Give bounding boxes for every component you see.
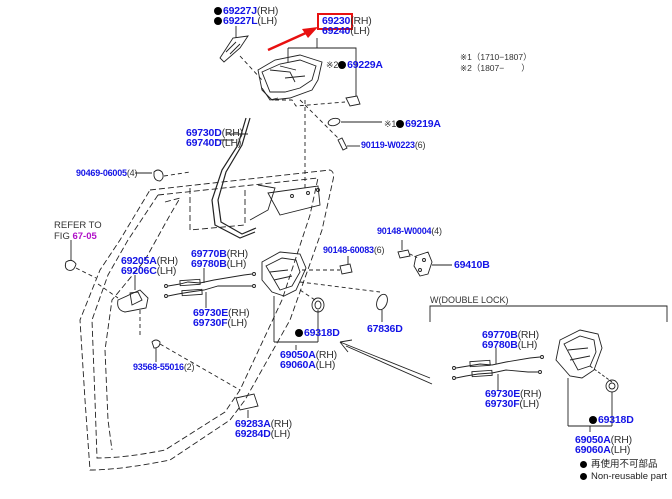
seal-69318D: [311, 297, 325, 313]
part-label-69770B[interactable]: 69770B(RH): [191, 248, 248, 260]
part-label-69060A[interactable]: 69060A(LH): [280, 359, 336, 371]
non-reusable-dot: [338, 61, 347, 69]
w-part-label-69780B[interactable]: 69780B(LH): [482, 339, 538, 351]
part-label-69730D[interactable]: 69730D(RH): [186, 127, 243, 139]
part-label-69230[interactable]: 69230(RH): [322, 15, 372, 27]
w-part-label-69060A[interactable]: 69060A(LH): [575, 444, 631, 456]
w-part-label-69050A[interactable]: 69050A(RH): [575, 434, 632, 446]
part-label-69730F[interactable]: 69730F(LH): [193, 317, 248, 329]
part-label-69410B[interactable]: 69410B: [454, 259, 490, 271]
clip-refer: [64, 240, 97, 279]
part-label-69205A[interactable]: 69205A(RH): [121, 255, 178, 267]
cables-69770B: [164, 268, 256, 308]
figure-link[interactable]: 67-05: [72, 231, 97, 242]
section-title-double-lock: W(DOUBLE LOCK): [430, 295, 509, 305]
w-lock: [555, 329, 613, 432]
cover-69227: [219, 35, 249, 63]
highlight-box: [317, 13, 353, 30]
w-seal-69318D: [605, 379, 619, 393]
non-reusable-dot: [295, 329, 303, 337]
part-label-69050A[interactable]: 69050A(RH): [280, 349, 337, 361]
part-label-69740D[interactable]: 69740D(LH): [186, 137, 242, 149]
part-label-69227J[interactable]: 69227J(RH): [214, 6, 278, 16]
cable-69730D: [211, 117, 257, 239]
part-label-90469[interactable]: 90469-06005(4): [76, 168, 138, 178]
legend-dot: [580, 473, 587, 480]
double-lock-bracket: [429, 305, 668, 322]
cap-69283A: [235, 393, 259, 411]
part-label-90148-W0004[interactable]: 90148-W0004(4): [377, 226, 442, 236]
part-label-93568[interactable]: 93568-55016(2): [133, 362, 195, 372]
part-label-90119[interactable]: 90119-W0223(6): [361, 140, 426, 150]
part-label-69730E[interactable]: 69730E(RH): [193, 307, 250, 319]
handle-69205A: [97, 275, 149, 335]
w-cables: [452, 348, 544, 390]
part-label-69780B[interactable]: 69780B(LH): [191, 258, 247, 270]
part-label-69227L[interactable]: 69227L(LH): [214, 16, 277, 26]
bolt-90148: [339, 263, 353, 275]
screw-93568: [151, 339, 241, 391]
non-reusable-dot: [214, 7, 222, 15]
outside-handle-frame: [257, 54, 323, 101]
part-label-69318D[interactable]: 69318D: [295, 328, 340, 338]
non-reusable-dot: [396, 120, 405, 128]
legend: 再使用不可部品 Non-reusable part: [580, 459, 667, 483]
part-label-69240[interactable]: 69240(LH): [322, 25, 370, 37]
legend-dot: [580, 461, 587, 468]
non-reusable-dot: [214, 17, 222, 25]
non-reusable-dot: [589, 416, 597, 424]
note-1: ※1（1710−1807）: [460, 52, 532, 62]
legend-row-jp: 再使用不可部品: [580, 459, 667, 471]
clip-90469: [135, 169, 191, 182]
part-label-67836D[interactable]: 67836D: [367, 323, 403, 335]
direction-arrow: [339, 339, 433, 385]
lock-69050A: [261, 251, 381, 350]
w-part-label-69730F[interactable]: 69730F(LH): [485, 398, 540, 410]
part-label-69206C[interactable]: 69206C(LH): [121, 265, 177, 277]
note-2: ※2（1807− ）: [460, 63, 530, 73]
seal-67836D: [376, 293, 388, 311]
w-part-label-69730E[interactable]: 69730E(RH): [485, 388, 542, 400]
part-label-69284D[interactable]: 69284D(LH): [235, 428, 291, 440]
highlight-arrow: [267, 27, 318, 52]
part-69229A: [345, 95, 361, 107]
door-frame: [79, 169, 335, 471]
bolt-90119: [337, 137, 348, 151]
legend-row-en: Non-reusable part: [580, 471, 667, 483]
refer-note: REFER TO FIG 67-05: [54, 220, 102, 242]
w-part-label-69770B[interactable]: 69770B(RH): [482, 329, 539, 341]
part-label-90148-60083[interactable]: 90148-60083(6): [323, 245, 385, 255]
striker-69410B: [397, 240, 452, 277]
w-part-label-69318D[interactable]: 69318D: [589, 415, 634, 425]
door-panel: [249, 184, 321, 221]
part-label-69283A[interactable]: 69283A(RH): [235, 418, 292, 430]
part-69219A: [327, 117, 341, 127]
